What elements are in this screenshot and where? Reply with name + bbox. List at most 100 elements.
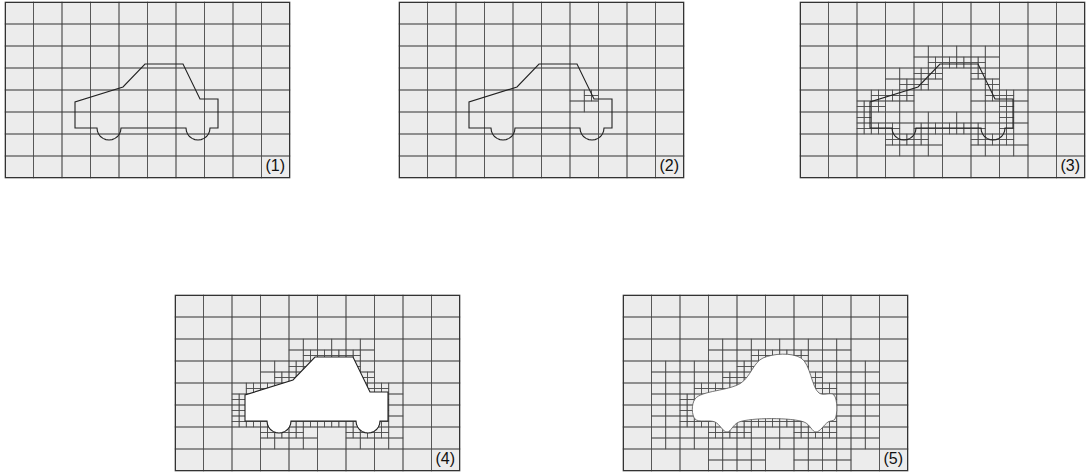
mesh-cell: [399, 156, 428, 178]
mesh-cell: [399, 90, 428, 112]
mesh-cell: [5, 24, 34, 46]
mesh-cell: [823, 389, 830, 395]
mesh-cell: [666, 427, 680, 438]
mesh-cell: [1000, 112, 1007, 118]
mesh-cell: [964, 129, 971, 135]
mesh-cell: [175, 295, 204, 317]
mesh-cell: [837, 350, 851, 361]
mesh-cell: [1014, 145, 1028, 156]
mesh-cell: [428, 2, 457, 24]
mesh-cell: [709, 383, 716, 389]
mesh-cell: [1007, 90, 1014, 96]
mesh-cell: [716, 383, 723, 389]
mesh-cell: [950, 63, 957, 69]
mesh-cell: [205, 2, 234, 24]
panel-number: (2): [657, 157, 681, 175]
mesh-cell: [687, 394, 694, 400]
car-outline: [245, 357, 388, 433]
mesh-cell: [928, 134, 942, 145]
mesh-cell: [485, 90, 514, 112]
mesh-cell: [310, 422, 317, 428]
mesh-cell: [310, 350, 317, 356]
mesh-cell: [346, 427, 353, 433]
mesh-cell: [857, 24, 886, 46]
mesh-cell: [246, 383, 253, 389]
mesh-cell: [794, 438, 808, 449]
mesh-cell: [627, 90, 656, 112]
mesh-cell: [914, 74, 921, 80]
mesh-cell: [542, 68, 571, 90]
mesh-cell: [914, 68, 921, 74]
mesh-cell: [119, 90, 148, 112]
mesh-cell: [823, 460, 837, 471]
mesh-cell: [857, 134, 886, 156]
mesh-cell: [971, 57, 978, 63]
mesh-cell: [303, 339, 317, 350]
mesh-cell: [851, 317, 880, 339]
mesh-cell: [318, 449, 347, 471]
mesh-cell: [893, 123, 900, 129]
mesh-cell: [801, 433, 808, 439]
mesh-cell: [851, 339, 880, 361]
mesh-cell: [513, 134, 542, 156]
mesh-cell: [886, 2, 915, 24]
mesh-cell: [428, 134, 457, 156]
mesh-cell: [175, 383, 204, 405]
mesh-cell: [737, 350, 751, 361]
mesh-cell: [900, 123, 914, 134]
mesh-cell: [851, 438, 865, 449]
mesh-cell: [627, 112, 656, 134]
mesh-cell: [800, 134, 829, 156]
mesh-cell: [709, 433, 716, 439]
mesh-cell: [914, 57, 928, 68]
mesh-cell: [985, 112, 999, 123]
mesh-cell: [261, 427, 268, 433]
mesh-cell: [346, 449, 375, 471]
mesh-cell: [5, 46, 34, 68]
mesh-cell: [623, 449, 652, 471]
mesh-cell: [1057, 46, 1086, 68]
mesh-cell: [389, 383, 403, 394]
mesh-cell: [148, 90, 177, 112]
mesh-cell: [666, 361, 680, 372]
mesh-cell: [900, 134, 907, 140]
mesh-cell: [957, 63, 964, 69]
mesh-cell: [303, 422, 310, 428]
mesh-cell: [794, 350, 801, 356]
mesh-cell: [346, 433, 353, 439]
mesh-cell: [801, 350, 808, 356]
mesh-cell: [353, 350, 360, 356]
mesh-cell: [680, 427, 694, 438]
mesh-cell: [751, 427, 765, 438]
mesh-cell: [599, 90, 628, 112]
mesh-cell: [907, 79, 914, 85]
mesh-cell: [375, 339, 404, 361]
mesh-cell: [900, 101, 914, 112]
mesh-cell: [296, 427, 303, 433]
mesh-cell: [680, 394, 687, 400]
mesh-cell: [666, 438, 680, 449]
mesh-cell: [978, 140, 985, 146]
mesh-cell: [985, 96, 992, 102]
mesh-cell: [375, 361, 404, 383]
mesh-cell: [456, 24, 485, 46]
mesh-cell: [389, 405, 403, 416]
mesh-cell: [837, 372, 851, 383]
mesh-cell: [680, 317, 709, 339]
panel-ground: [5, 2, 290, 178]
mesh-cell: [325, 422, 332, 428]
mesh-cell: [253, 383, 260, 389]
mesh-cell: [332, 339, 346, 350]
mesh-cell: [694, 389, 701, 395]
mesh-cell: [332, 350, 339, 356]
mesh-cell: [680, 383, 694, 394]
mesh-cell: [794, 449, 808, 460]
mesh-cell: [886, 68, 900, 79]
mesh-cell: [851, 416, 865, 427]
mesh-cell: [1028, 68, 1057, 90]
mesh-cell: [709, 427, 716, 433]
mesh-cell: [232, 449, 261, 471]
mesh-cell: [829, 134, 858, 156]
mesh-cell: [296, 361, 303, 367]
